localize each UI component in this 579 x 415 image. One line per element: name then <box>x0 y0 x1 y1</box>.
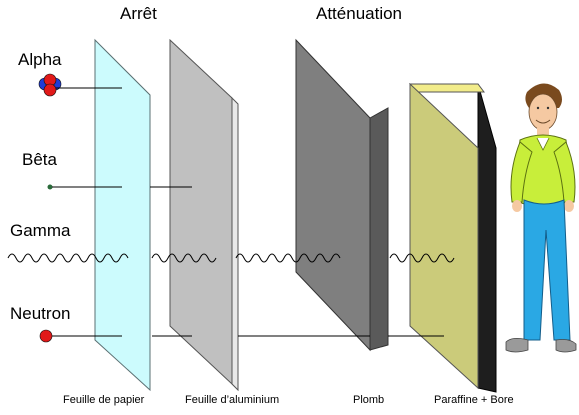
paraffin-block <box>409 82 479 390</box>
neutron-label: Neutron <box>10 304 71 323</box>
gamma-wave-1 <box>7 253 129 263</box>
boron-layer <box>477 83 497 393</box>
person-illustration <box>505 83 577 353</box>
gamma-wave-3 <box>235 253 341 263</box>
neutron-particle-icon <box>39 329 53 343</box>
gamma-label: Gamma <box>10 221 71 240</box>
stop-header: Arrêt <box>120 4 157 23</box>
beta-label: Bêta <box>22 150 57 169</box>
paraffin-boron-label: Paraffine + Bore <box>434 394 514 406</box>
alpha-particle-icon <box>38 73 62 97</box>
lead-block <box>295 38 371 352</box>
lead-label: Plomb <box>353 394 385 406</box>
gamma-wave-2 <box>151 253 217 263</box>
alpha-label: Alpha <box>18 50 62 69</box>
paper-label: Feuille de papier <box>63 394 145 406</box>
gamma-wave-4 <box>389 253 455 263</box>
lead-block-side <box>369 107 389 351</box>
beta-particle-icon <box>47 184 53 190</box>
attenuation-header: Atténuation <box>316 4 403 23</box>
aluminium-label: Feuille d’aluminium <box>185 394 280 406</box>
boron-edge <box>409 83 485 93</box>
aluminium-sheet <box>169 38 233 386</box>
aluminium-sheet-side <box>231 96 239 392</box>
paper-sheet <box>94 38 151 392</box>
